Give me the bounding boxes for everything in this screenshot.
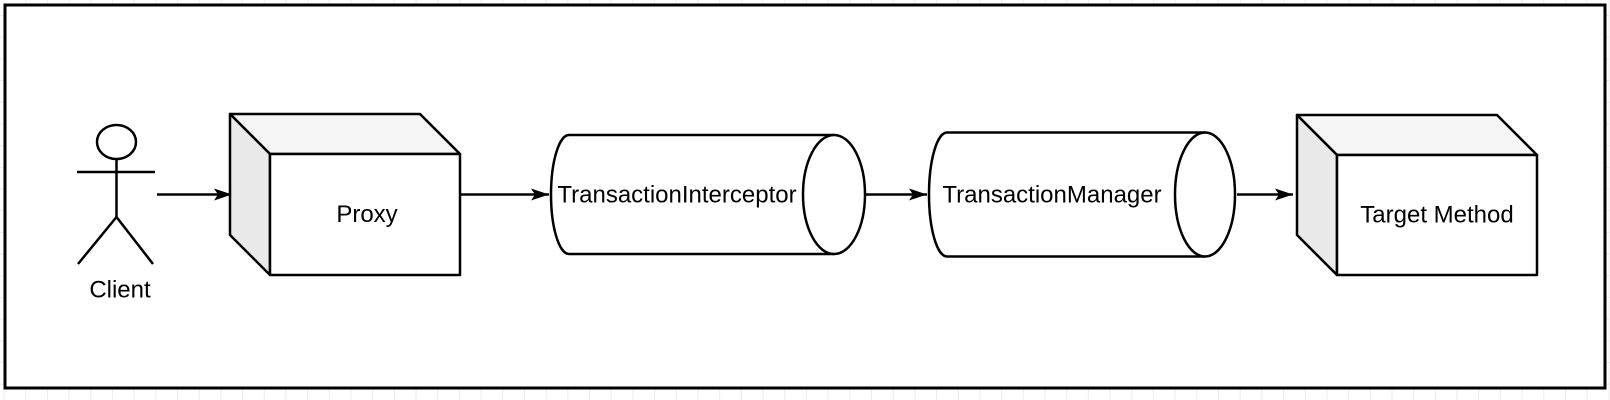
actor-head	[95, 123, 138, 161]
target-label: Target Method	[1360, 202, 1513, 229]
node-transaction-interceptor: TransactionInterceptor	[549, 133, 867, 256]
interceptor-cylinder-body	[549, 133, 834, 256]
manager-label: TransactionManager	[942, 182, 1161, 209]
target-top-face	[1295, 113, 1539, 157]
client-label: Client	[89, 277, 151, 304]
interceptor-cylinder-cap	[801, 133, 867, 256]
actor-left-leg	[77, 216, 118, 265]
manager-cylinder-cap	[1173, 131, 1237, 258]
actor-right-leg	[115, 216, 154, 265]
node-proxy: Proxy	[228, 112, 462, 277]
proxy-front-face	[268, 152, 462, 277]
manager-cylinder-body	[927, 131, 1205, 258]
target-front-face	[1335, 153, 1539, 277]
node-target-method: Target Method	[1295, 113, 1539, 277]
proxy-label: Proxy	[336, 201, 397, 228]
interceptor-label: TransactionInterceptor	[557, 182, 796, 209]
node-transaction-manager: TransactionManager	[927, 131, 1237, 258]
node-client: Client	[77, 123, 155, 304]
